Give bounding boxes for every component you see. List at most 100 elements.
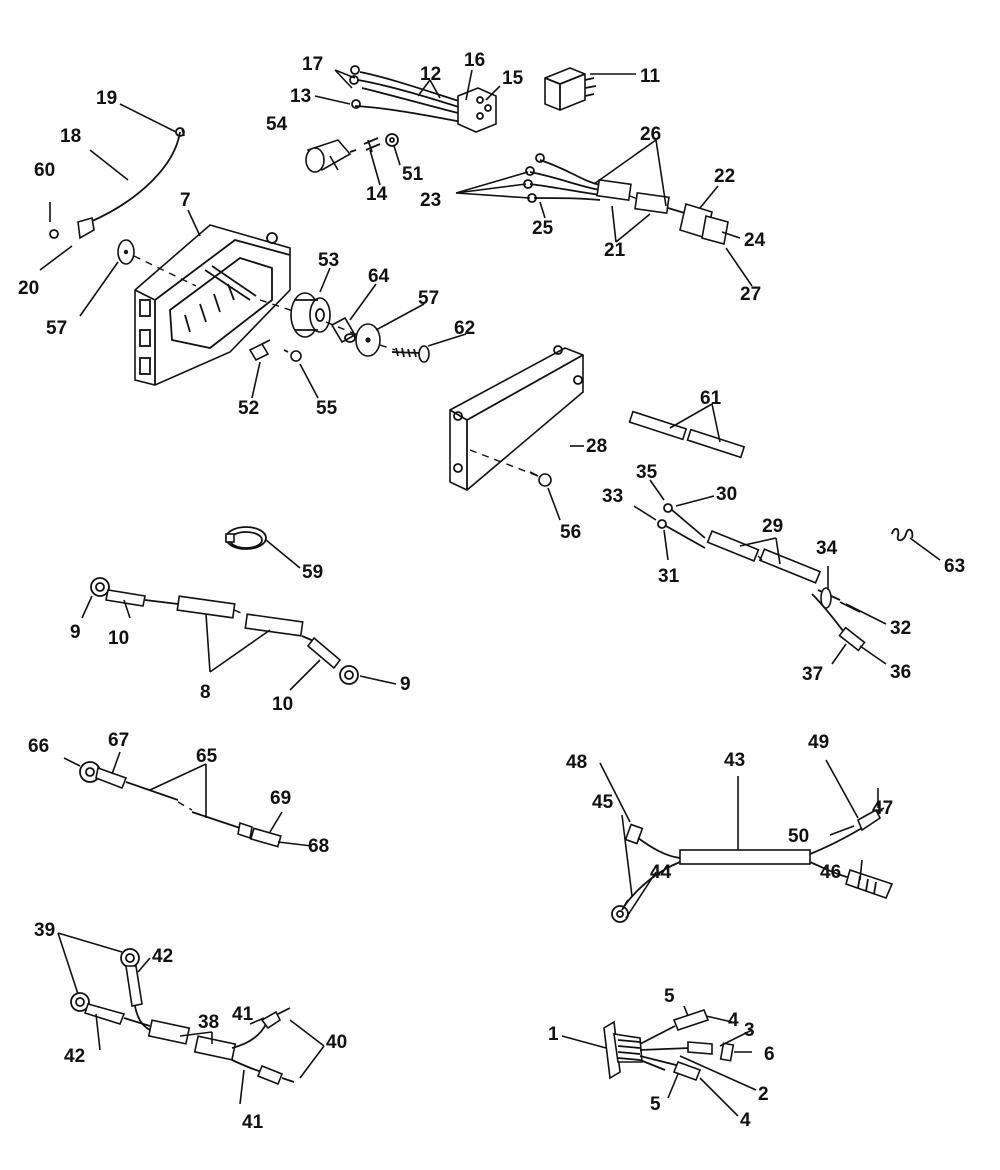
callout-4: 4	[728, 1010, 739, 1031]
harness-part-29	[657, 503, 866, 652]
callout-63: 63	[944, 556, 965, 577]
callout-20: 20	[18, 278, 39, 299]
clamp-part-59	[225, 526, 267, 550]
callout-60: 60	[34, 160, 55, 181]
callout-65: 65	[196, 746, 218, 767]
callout-13: 13	[290, 86, 311, 107]
relay-part-11	[544, 67, 597, 111]
callout-50: 50	[788, 826, 809, 847]
cable-part-8	[90, 577, 359, 685]
harness-part-21	[523, 153, 729, 246]
callout-57: 57	[46, 318, 67, 339]
callout-5: 5	[650, 1094, 661, 1115]
screw-part-62	[391, 345, 430, 363]
callout-28: 28	[586, 436, 607, 457]
callout-7: 7	[180, 190, 191, 211]
callout-48: 48	[566, 752, 587, 773]
callout-69: 69	[270, 788, 291, 809]
leader-lines	[39, 69, 941, 1117]
callout-8: 8	[200, 682, 211, 703]
switch-part-1	[603, 1009, 735, 1082]
callout-32: 32	[890, 618, 911, 639]
callout-16: 16	[464, 50, 485, 71]
callout-68: 68	[308, 836, 329, 857]
callout-9: 9	[400, 674, 411, 695]
callout-labels: 11 17 12 16 15 13 19 54 18 26 60 22 14 5…	[18, 50, 965, 1133]
callout-23: 23	[420, 190, 441, 211]
callout-64: 64	[368, 266, 390, 287]
callout-45: 45	[592, 792, 614, 813]
callout-10: 10	[108, 628, 129, 649]
callout-38: 38	[198, 1012, 219, 1033]
callout-30: 30	[716, 484, 737, 505]
callout-17: 17	[302, 54, 323, 75]
callout-24: 24	[744, 230, 766, 251]
callout-11: 11	[640, 66, 661, 87]
callout-56: 56	[560, 522, 581, 543]
control-box-part-7	[134, 224, 291, 386]
callout-43: 43	[724, 750, 745, 771]
callout-25: 25	[532, 218, 554, 239]
sleeve-part-61	[628, 410, 746, 459]
callout-44: 44	[650, 862, 672, 883]
callout-52: 52	[238, 398, 259, 419]
callout-36: 36	[890, 662, 911, 683]
clip-part-52	[248, 339, 271, 362]
callout-27: 27	[740, 284, 761, 305]
callout-15: 15	[502, 68, 524, 89]
callout-39: 39	[34, 920, 55, 941]
screw-part-56	[529, 471, 552, 487]
clip-part-63	[891, 528, 914, 542]
callout-47: 47	[872, 798, 893, 819]
callout-42: 42	[152, 946, 173, 967]
callout-66: 66	[28, 736, 49, 757]
callout-26: 26	[640, 124, 661, 145]
fastener-part-51	[385, 133, 399, 147]
grommet-part-53	[290, 292, 331, 338]
callout-42: 42	[64, 1046, 85, 1067]
callout-12: 12	[420, 64, 441, 85]
callout-67: 67	[108, 730, 129, 751]
callout-40: 40	[326, 1032, 347, 1053]
callout-35: 35	[636, 462, 658, 483]
callout-62: 62	[454, 318, 475, 339]
callout-37: 37	[802, 664, 823, 685]
callout-3: 3	[744, 1020, 755, 1041]
cover-plate-part-28	[449, 345, 584, 491]
screw-part-55	[283, 349, 302, 362]
callout-51: 51	[402, 164, 424, 185]
boot-part-54	[305, 139, 357, 173]
cable-part-38	[70, 948, 295, 1086]
callout-4: 4	[740, 1110, 751, 1131]
alignment-lines	[133, 195, 763, 811]
callout-14: 14	[366, 184, 388, 205]
callout-54: 54	[266, 114, 288, 135]
washer-part-57a	[117, 239, 135, 265]
callout-18: 18	[60, 126, 81, 147]
sleeve-part-64	[330, 316, 357, 344]
callout-5: 5	[664, 986, 675, 1007]
callout-1: 1	[548, 1024, 559, 1045]
callout-29: 29	[762, 516, 783, 537]
callout-59: 59	[302, 562, 323, 583]
callout-2: 2	[758, 1084, 769, 1105]
callout-19: 19	[96, 88, 117, 109]
cable-part-65	[79, 761, 282, 848]
callout-49: 49	[808, 732, 829, 753]
callout-46: 46	[820, 862, 841, 883]
callout-9: 9	[70, 622, 81, 643]
callout-34: 34	[816, 538, 838, 559]
washer-part-57b	[355, 323, 381, 357]
callout-41: 41	[232, 1004, 254, 1025]
callout-55: 55	[316, 398, 338, 419]
callout-10: 10	[272, 694, 293, 715]
harness-part-43	[611, 807, 894, 923]
callout-41: 41	[242, 1112, 264, 1133]
callout-21: 21	[604, 240, 626, 261]
callout-53: 53	[318, 250, 339, 271]
ground-strap-part-18	[49, 127, 185, 240]
callout-6: 6	[764, 1044, 775, 1065]
callout-57: 57	[418, 288, 439, 309]
callout-22: 22	[714, 166, 735, 187]
